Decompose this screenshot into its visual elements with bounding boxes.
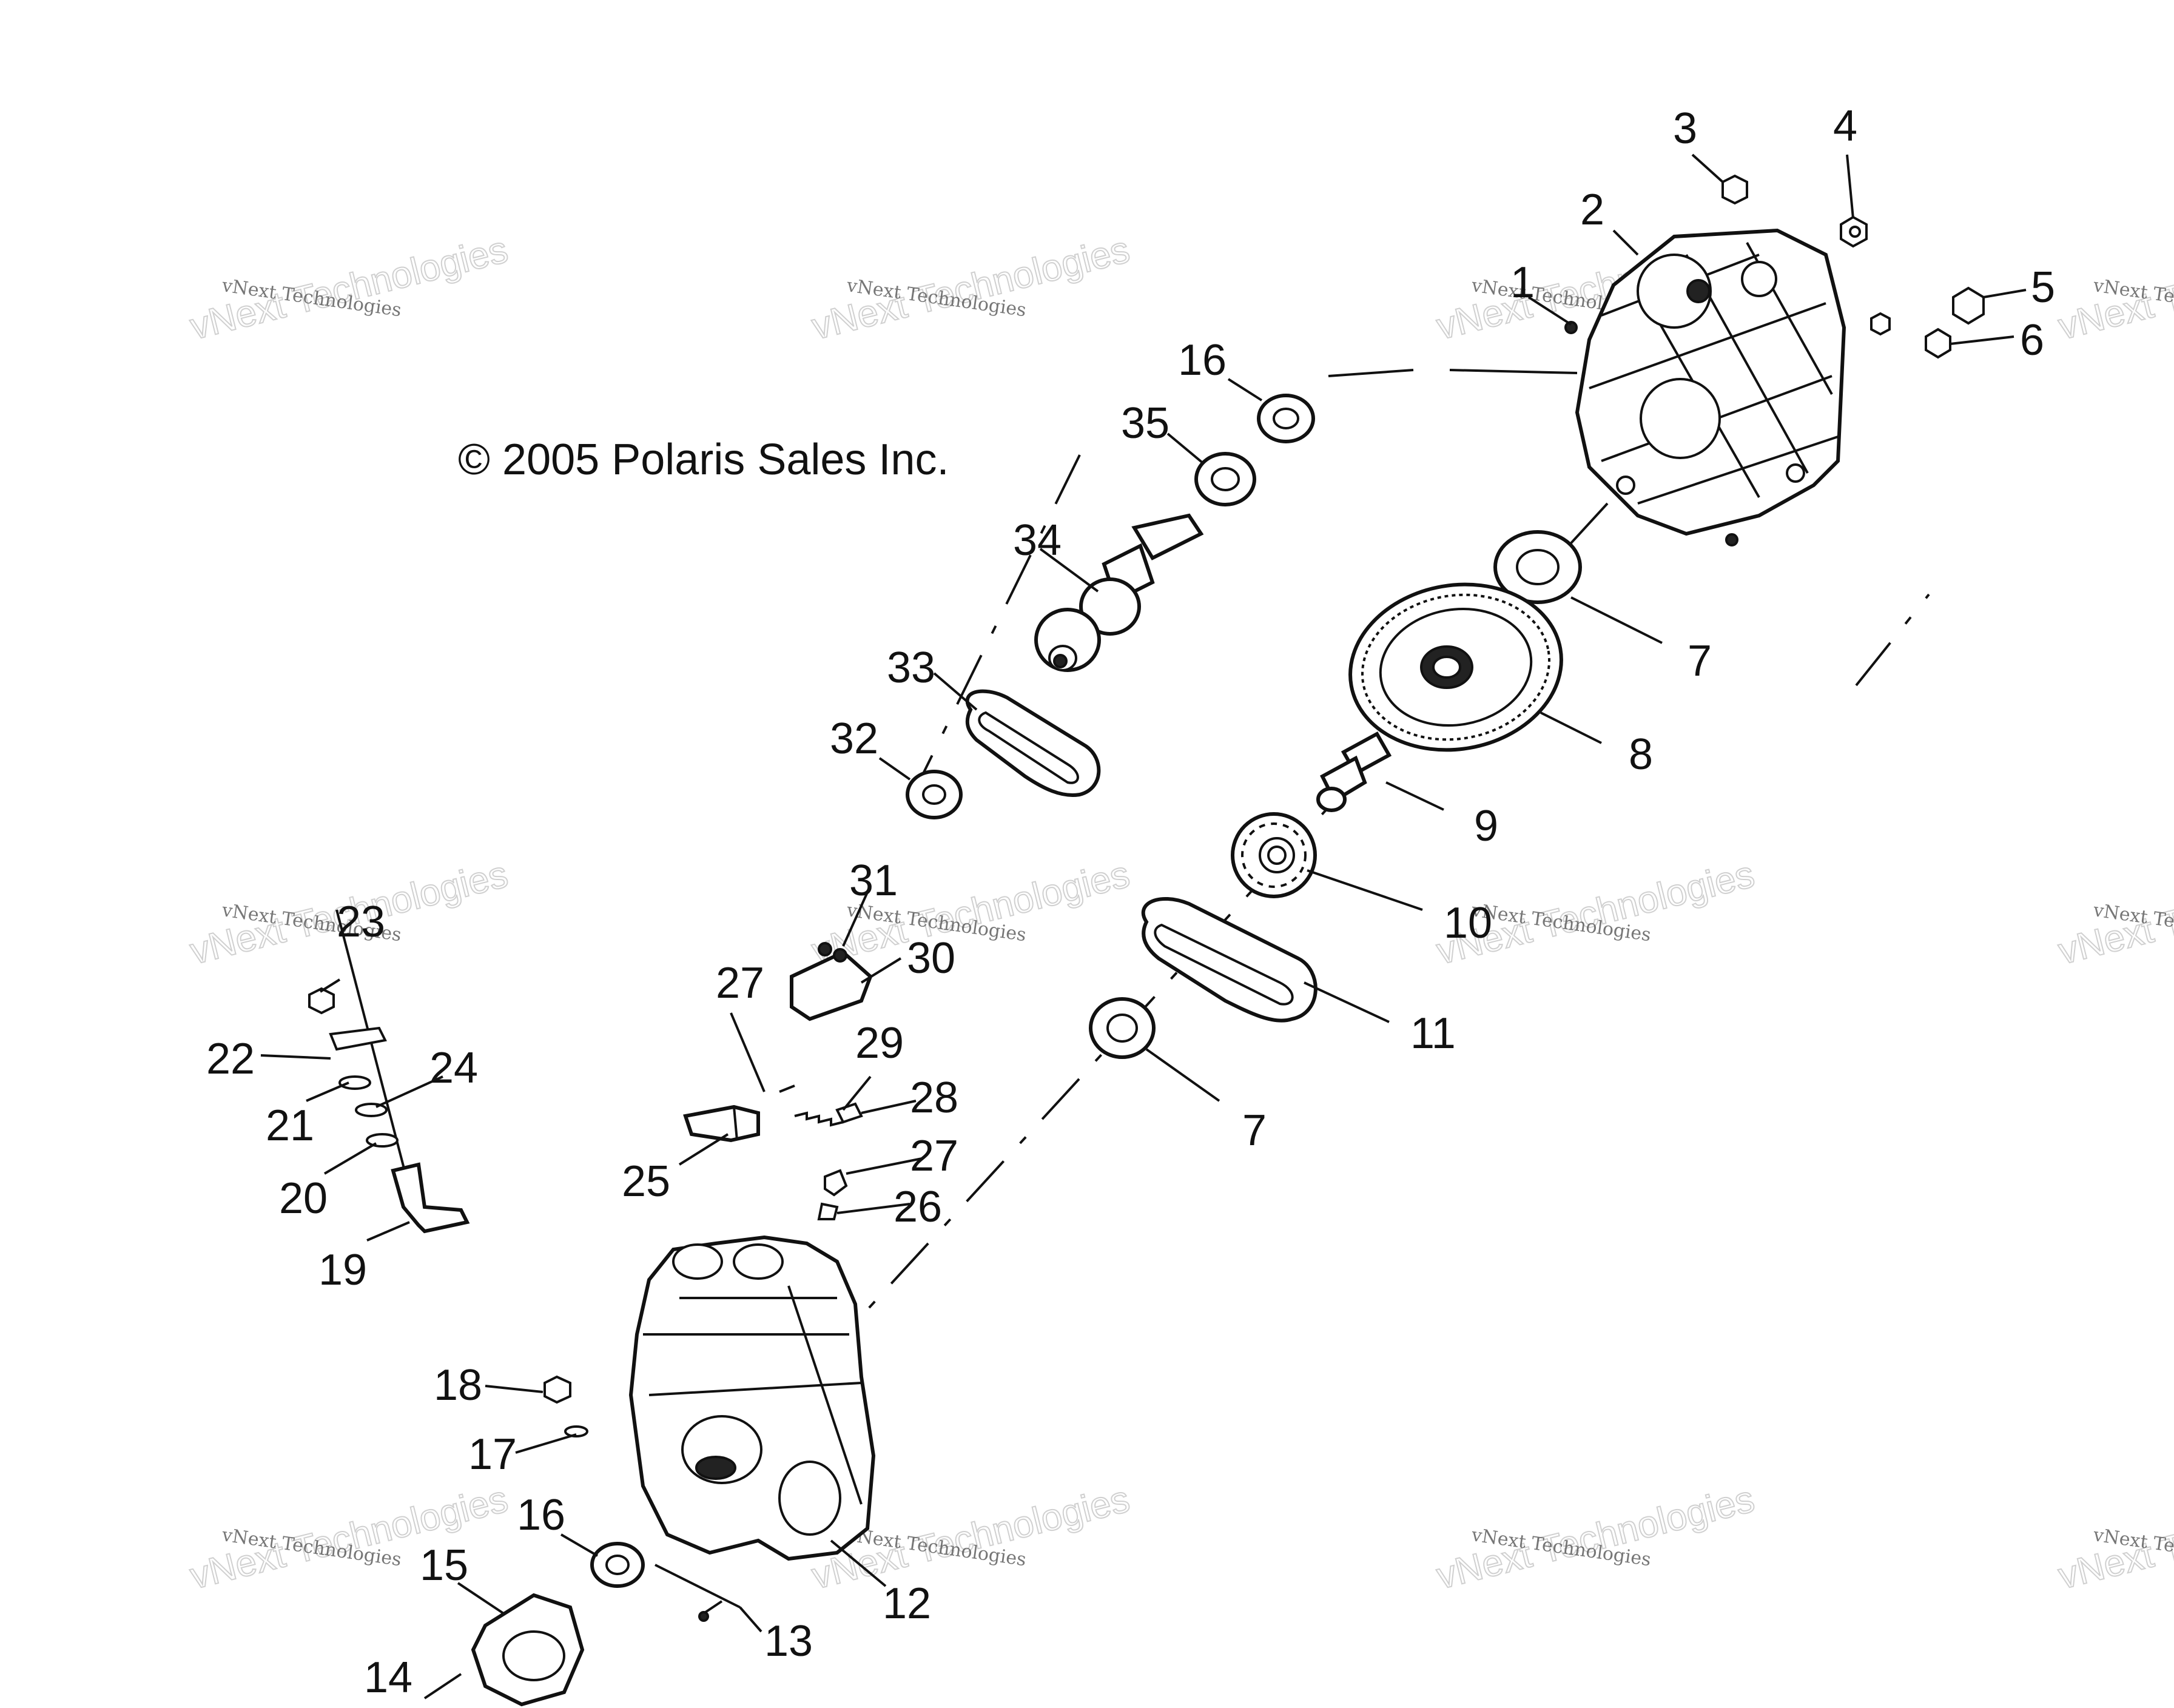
dowel-bottom <box>1725 533 1738 546</box>
watermark-10: vNext Technologies vNext Technologies <box>2054 228 2174 349</box>
copyright-text: © 2005 Polaris Sales Inc. <box>458 435 949 484</box>
callout-10: 10 <box>1444 899 1492 947</box>
callout-34: 34 <box>1013 516 1062 565</box>
shaft-9 <box>1316 731 1392 812</box>
callout-26: 26 <box>893 1183 942 1231</box>
washer-24 <box>355 1103 388 1117</box>
callout-17: 17 <box>468 1430 517 1479</box>
callout-35: 35 <box>1121 399 1169 448</box>
upper-gearcase-cover <box>1575 228 1846 536</box>
screw-31b <box>833 948 847 963</box>
callout-24: 24 <box>429 1044 478 1092</box>
watermark-2: vNext Technologies vNext Technologies <box>807 228 1134 349</box>
arm-22 <box>329 1026 387 1051</box>
callout-7-upper: 7 <box>1688 637 1712 685</box>
callout-2: 2 <box>1580 186 1604 234</box>
main-axis-line <box>860 502 1609 1317</box>
bearing-7-lower <box>1089 997 1156 1059</box>
upper-axis-line <box>909 454 1081 801</box>
callout-19: 19 <box>318 1246 367 1294</box>
callout-15: 15 <box>420 1541 468 1590</box>
input-shaft-34 <box>1034 513 1204 672</box>
watermark-1: vNext Technologies vNext Technologies <box>186 228 513 349</box>
shift-shaft-axis <box>335 909 414 1202</box>
detent-assembly <box>683 942 873 1220</box>
washer-6 <box>1925 328 1951 359</box>
callout-3: 3 <box>1673 104 1697 153</box>
bolt-3 <box>1721 174 1748 205</box>
callout-5: 5 <box>2031 263 2055 312</box>
bolt-13 <box>702 1600 723 1615</box>
callout-25: 25 <box>622 1157 670 1206</box>
watermark-9: vNext Technologies vNext Technologies <box>1432 1478 1759 1598</box>
plunger-28 <box>835 1102 863 1124</box>
dowel-1 <box>1564 321 1578 334</box>
plate-25 <box>683 1104 760 1143</box>
drive-sprocket-10 <box>1231 812 1317 898</box>
pin-27a <box>779 1084 795 1093</box>
washer-17 <box>564 1425 588 1437</box>
hardware-top <box>1564 174 1985 546</box>
bearing-32 <box>906 770 963 819</box>
leader-lines <box>260 153 2027 1700</box>
dowel-pin <box>1870 312 1891 336</box>
callout-16-lower: 16 <box>517 1491 565 1539</box>
right-axis-line <box>1855 593 1930 687</box>
callout-1: 1 <box>1510 258 1535 307</box>
callout-14: 14 <box>364 1653 412 1702</box>
shift-shaft-19 <box>391 1162 470 1234</box>
watermark-11: vNext Technologies vNext Technologies <box>2054 853 2174 973</box>
clip-26 <box>817 1202 839 1220</box>
lower-gearcase-12 <box>628 1235 876 1561</box>
callout-31: 31 <box>849 856 898 905</box>
callout-labels: 3 4 2 1 5 6 16 35 34 33 32 7 8 9 10 11 7… <box>206 102 2055 1702</box>
callout-32: 32 <box>830 714 878 763</box>
callout-16-upper: 16 <box>1178 336 1227 385</box>
callout-28: 28 <box>910 1074 958 1122</box>
chain-33 <box>965 689 1101 797</box>
lower-components <box>471 1542 723 1707</box>
callout-6: 6 <box>2020 316 2044 365</box>
washer-21 <box>338 1075 371 1090</box>
callout-13: 13 <box>764 1617 813 1666</box>
screw-31a <box>818 942 832 957</box>
plug-5 <box>1952 286 1985 325</box>
callout-22: 22 <box>206 1035 255 1083</box>
shift-linkage <box>308 987 470 1234</box>
plug-18 <box>544 1375 571 1404</box>
callout-29: 29 <box>855 1019 904 1068</box>
assembly-axes <box>335 369 1930 1317</box>
nut-23 <box>308 987 335 1015</box>
chain-11 <box>1141 897 1318 1023</box>
callout-18: 18 <box>434 1361 482 1410</box>
callout-33: 33 <box>887 644 935 692</box>
callout-9: 9 <box>1474 802 1498 850</box>
callout-7-lower: 7 <box>1242 1106 1267 1155</box>
callout-11: 11 <box>1410 1009 1456 1058</box>
drain-plug <box>544 1375 588 1437</box>
callout-21: 21 <box>266 1101 314 1150</box>
callout-27-lower: 27 <box>910 1132 958 1180</box>
callout-20: 20 <box>279 1174 328 1223</box>
callout-30: 30 <box>907 934 955 983</box>
washer-20 <box>366 1133 399 1148</box>
callout-4: 4 <box>1833 102 1857 150</box>
callout-8: 8 <box>1629 730 1653 779</box>
bearings-upper <box>1194 394 1582 604</box>
driven-sprocket-8 <box>1348 582 1563 752</box>
cover-axis-line <box>1328 369 1578 377</box>
spring-29 <box>794 1111 844 1127</box>
callout-23: 23 <box>337 898 385 946</box>
watermark-12: vNext Technologies vNext Technologies <box>2054 1478 2174 1598</box>
callout-27-upper: 27 <box>716 959 764 1007</box>
callout-12: 12 <box>883 1579 931 1628</box>
pin-27b <box>824 1169 848 1197</box>
